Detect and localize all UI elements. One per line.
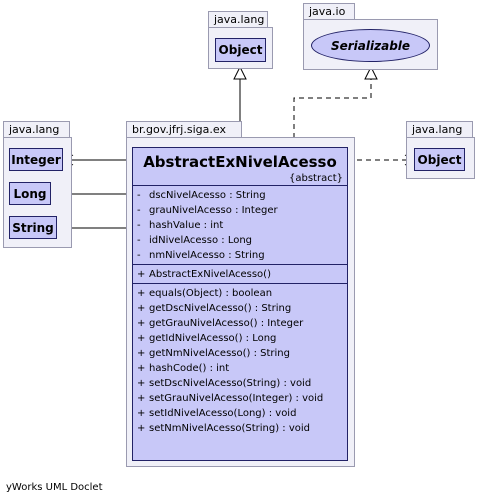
attribute: -grauNivelAcesso : Integer <box>137 205 278 216</box>
realization-edge <box>293 79 372 147</box>
class-long[interactable]: Long <box>9 182 51 205</box>
class-abstract-ex-nivel-acesso[interactable]: AbstractExNivelAcesso {abstract} -dscNiv… <box>132 147 348 461</box>
package-tab-java-lang-right: java.lang <box>406 121 473 138</box>
interface-serializable[interactable]: Serializable <box>311 29 430 62</box>
method: +equals(Object) : boolean <box>137 288 273 299</box>
class-stereotype: {abstract} <box>289 173 343 184</box>
class-object-right[interactable]: Object <box>414 148 465 171</box>
methods-compartment: +equals(Object) : boolean +getDscNivelAc… <box>133 283 347 437</box>
attribute: -idNivelAcesso : Long <box>137 235 253 246</box>
class-string[interactable]: String <box>9 216 57 239</box>
package-tab-main: br.gov.jfrj.siga.ex <box>126 121 242 138</box>
class-object-top[interactable]: Object <box>215 38 266 62</box>
inheritance-arrowhead <box>233 65 247 80</box>
package-tab-java-io: java.io <box>303 3 355 20</box>
attributes-compartment: -dscNivelAcesso : String -grauNivelAcess… <box>133 185 347 264</box>
class-integer[interactable]: Integer <box>9 148 63 171</box>
method: +getNmNivelAcesso() : String <box>137 348 290 359</box>
realization-arrowhead <box>364 65 378 80</box>
constructor: +AbstractExNivelAcesso() <box>137 269 271 280</box>
method: +setGrauNivelAcesso(Integer) : void <box>137 393 324 404</box>
class-name: AbstractExNivelAcesso <box>143 153 337 171</box>
attribute: -nmNivelAcesso : String <box>137 250 265 261</box>
method: +setDscNivelAcesso(String) : void <box>137 378 312 389</box>
method: +getDscNivelAcesso() : String <box>137 303 292 314</box>
method: +setIdNivelAcesso(Long) : void <box>137 408 297 419</box>
method: +hashCode() : int <box>137 363 230 374</box>
method: +getIdNivelAcesso() : Long <box>137 333 277 344</box>
attribute: -dscNivelAcesso : String <box>137 190 266 201</box>
method: +setNmNivelAcesso(String) : void <box>137 423 311 434</box>
package-tab-java-lang-left: java.lang <box>3 121 70 138</box>
method: +getGrauNivelAcesso() : Integer <box>137 318 304 329</box>
attribute: -hashValue : int <box>137 220 224 231</box>
constructors-compartment: +AbstractExNivelAcesso() <box>133 264 347 283</box>
package-tab-java-lang-top: java.lang <box>208 11 268 28</box>
footer-credit: yWorks UML Doclet <box>6 482 103 493</box>
